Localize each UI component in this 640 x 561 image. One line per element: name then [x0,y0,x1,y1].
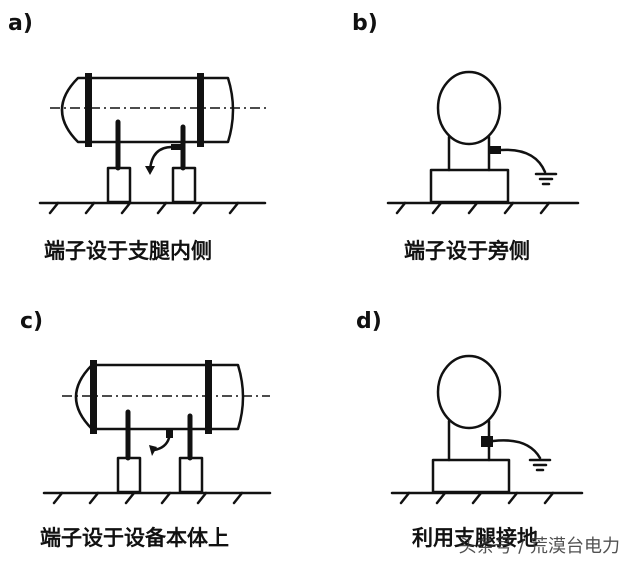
panel-c-grounding-lead [149,429,173,456]
panel-a-left-support-leg [106,119,132,204]
panel-b-caption: 端子设于旁侧 [404,239,530,263]
panel-a-letter: a) [8,11,33,36]
panel-a-ground-line [38,201,267,215]
panel-b: b) 端子设于旁侧 [352,11,580,263]
panel-c-left-support-leg [116,409,142,494]
panel-a: a) 端子设于支腿内侧 [8,11,268,263]
panel-b-letter: b) [352,11,378,36]
panel-a-caption: 端子设于支腿内侧 [44,239,212,263]
panel-c-ground-line [42,491,272,505]
panel-a-right-support-leg [171,124,197,204]
panel-c-horizontal-vessel [62,360,270,434]
panel-d-vertical-equipment [431,354,511,494]
panel-a-grounding-lead [145,144,181,175]
panel-b-grounding-lead [489,146,558,186]
panel-a-horizontal-vessel [50,73,268,147]
watermark-text: 头条号 / 荒漠台电力 [458,536,620,557]
panel-c-caption: 端子设于设备本体上 [40,526,229,550]
panel-d-caption: 利用支腿接地 [412,526,538,550]
panel-d: d) 利用支腿接地 [356,309,584,550]
panel-b-vertical-equipment [429,70,510,204]
panel-d-ground-line [390,491,584,505]
panel-c-right-support-leg [178,413,204,494]
panel-d-grounding-lead [481,436,552,472]
panel-d-letter: d) [356,309,382,334]
panel-c: c) 端子设于设备本体上 [20,309,272,550]
panel-c-letter: c) [20,309,43,334]
panel-b-ground-line [386,201,580,215]
